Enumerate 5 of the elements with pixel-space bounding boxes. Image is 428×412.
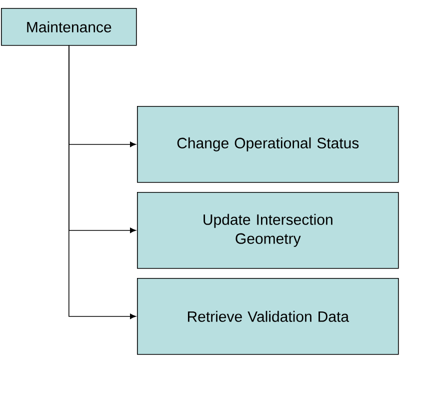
process-box: Change Operational Status [137, 106, 399, 183]
process-box: Update Intersection Geometry [137, 192, 399, 269]
connector-arrow [68, 45, 136, 320]
process-box: Maintenance [1, 8, 137, 46]
process-box: Retrieve Validation Data [137, 278, 399, 355]
